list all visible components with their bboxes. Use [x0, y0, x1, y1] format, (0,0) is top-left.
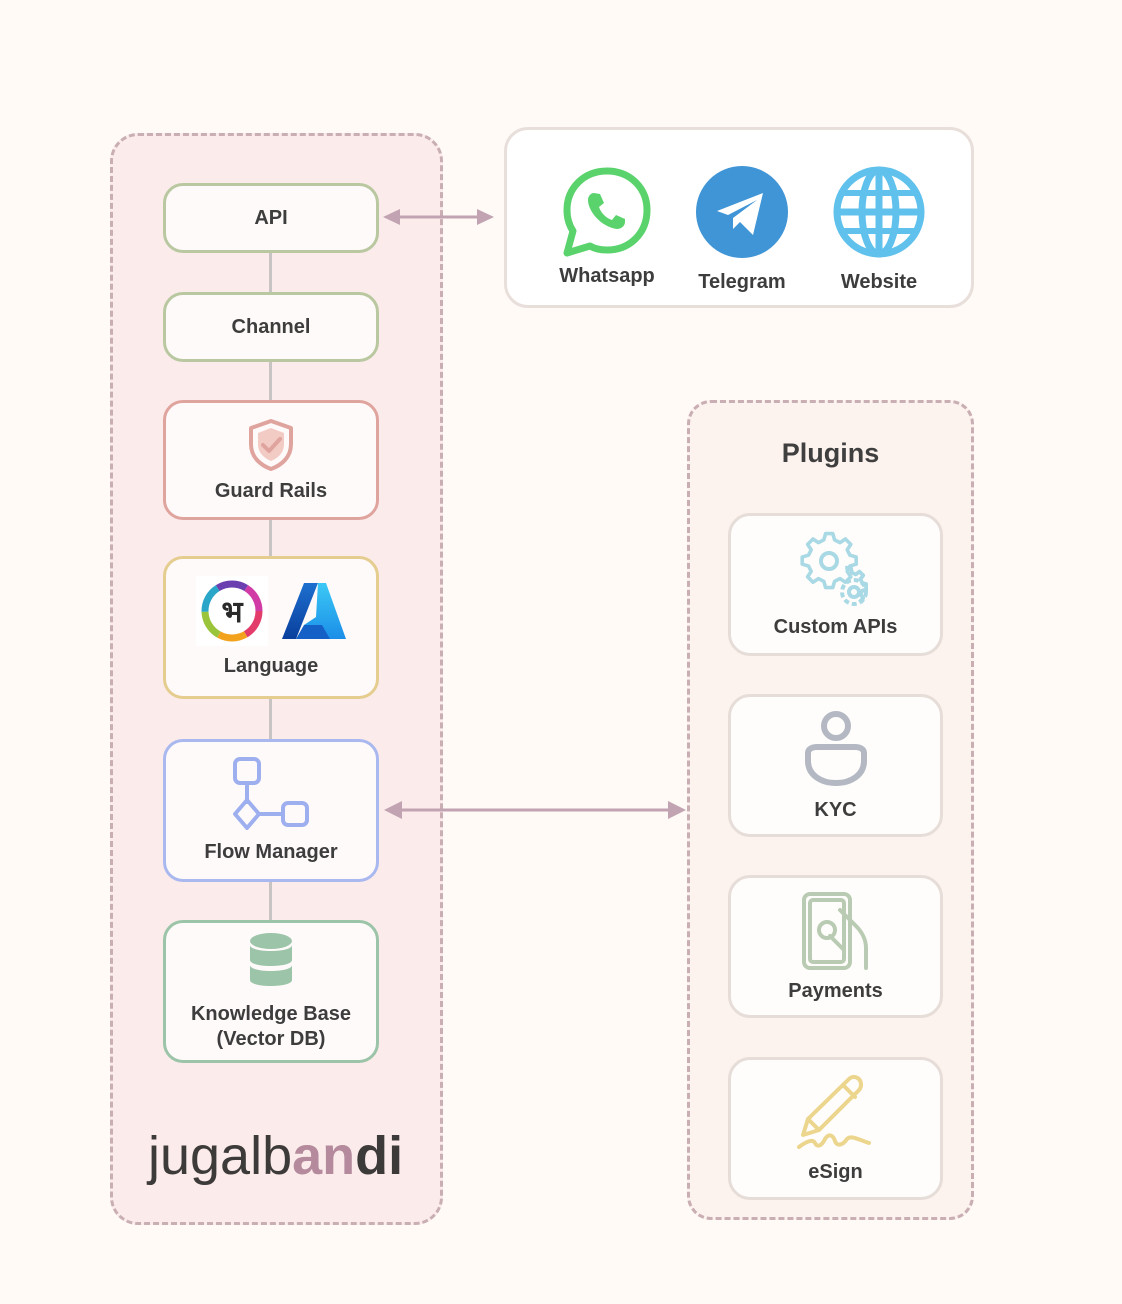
- flow-manager-node: Flow Manager: [163, 739, 379, 882]
- telegram-label: Telegram: [698, 271, 786, 293]
- connector-channel-guard: [269, 362, 272, 402]
- bhashini-icon: भ: [196, 576, 268, 646]
- whatsapp-icon: [563, 167, 651, 257]
- payment-icon: [801, 892, 868, 970]
- whatsapp-label: Whatsapp: [559, 265, 655, 287]
- shield-check-icon: [249, 418, 293, 471]
- connector-flow-kb: [269, 881, 272, 921]
- database-icon: [250, 932, 292, 986]
- esign-label: eSign: [808, 1161, 863, 1183]
- kyc-label: KYC: [814, 799, 857, 821]
- kyc-plugin: KYC: [728, 694, 943, 837]
- gears-icon: [799, 531, 868, 606]
- whatsapp-item: Whatsapp: [540, 165, 674, 288]
- flow-manager-label: Flow Manager: [204, 841, 338, 863]
- guard-rails-node: Guard Rails: [163, 400, 379, 520]
- arrow-api-channels: [383, 209, 494, 225]
- payments-label: Payments: [788, 980, 883, 1002]
- guard-rails-label: Guard Rails: [214, 479, 328, 502]
- azure-icon: [282, 583, 346, 639]
- channel-node: Channel: [163, 292, 379, 362]
- website-item: Website: [812, 165, 946, 294]
- website-label: Website: [840, 271, 918, 293]
- logo-part2: an: [292, 1126, 356, 1186]
- knowledge-base-sublabel: (Vector DB): [216, 1027, 326, 1050]
- telegram-icon: [696, 166, 788, 258]
- api-label: API: [254, 206, 288, 229]
- knowledge-base-node: Knowledge Base (Vector DB): [163, 920, 379, 1063]
- custom-apis-label: Custom APIs: [773, 616, 898, 638]
- connector-api-channel: [269, 252, 272, 293]
- connector-guard-language: [269, 519, 272, 558]
- arrow-flow-plugins: [384, 801, 686, 819]
- api-node: API: [163, 183, 379, 253]
- payments-plugin: Payments: [728, 875, 943, 1018]
- logo-part3: di: [355, 1126, 404, 1186]
- pen-icon: [796, 1075, 871, 1149]
- connector-language-flow: [269, 698, 272, 740]
- flow-icon: [233, 757, 309, 830]
- svg-text:भ: भ: [221, 595, 244, 630]
- jugalbandi-logo: jugalbandi: [148, 1125, 403, 1187]
- user-icon: [804, 711, 867, 786]
- globe-icon: [833, 166, 925, 258]
- esign-plugin: eSign: [728, 1057, 943, 1200]
- channel-label: Channel: [231, 315, 311, 338]
- plugins-title: Plugins: [781, 438, 880, 468]
- logo-part1: jugalb: [148, 1126, 293, 1186]
- language-node: भ Language: [163, 556, 379, 699]
- telegram-item: Telegram: [675, 165, 809, 294]
- knowledge-base-label: Knowledge Base: [190, 1002, 352, 1025]
- language-label: Language: [223, 655, 319, 677]
- custom-apis-plugin: Custom APIs: [728, 513, 943, 656]
